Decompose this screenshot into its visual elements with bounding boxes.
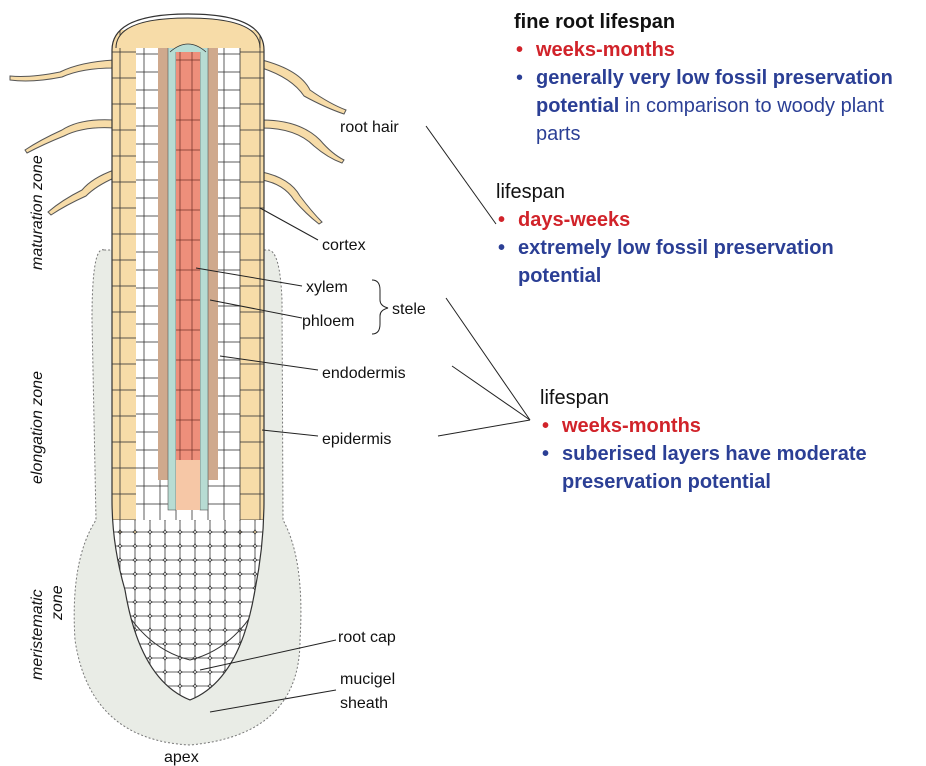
panel-tissues-heading: lifespan — [540, 384, 920, 412]
label-root-hair: root hair — [340, 119, 399, 136]
bullet-fossil-potential: generally very low fossil preservation p… — [514, 64, 914, 148]
bullet-extremely-low: extremely low fossil preservation potent… — [496, 234, 908, 290]
label-phloem: phloem — [302, 313, 354, 330]
stele-brace — [372, 280, 388, 334]
bullet-days-weeks: days-weeks — [496, 206, 916, 234]
zone-label-maturation: maturation zone — [29, 155, 46, 270]
label-stele: stele — [392, 301, 426, 318]
label-apex: apex — [164, 749, 199, 766]
bullet-weeks-months-2: weeks-months — [540, 412, 920, 440]
panel-tissues-bullets: weeks-months suberised layers have moder… — [540, 412, 920, 496]
zone-label-elongation: elongation zone — [29, 371, 46, 484]
label-root-cap: root cap — [338, 629, 396, 646]
endodermis-left — [158, 40, 168, 480]
label-epidermis: epidermis — [322, 431, 391, 448]
label-sheath: sheath — [340, 695, 388, 712]
label-endodermis: endodermis — [322, 365, 406, 382]
zone-label-meristematic-zone: zone — [49, 585, 66, 621]
label-cortex: cortex — [322, 237, 366, 254]
label-xylem: xylem — [306, 279, 348, 296]
label-mucigel: mucigel — [340, 671, 395, 688]
panel-fine-root-lifespan: fine root lifespan weeks-months generall… — [514, 8, 914, 148]
panel-root-hair-lifespan: lifespan days-weeks extremely low fossil… — [496, 178, 916, 290]
zone-label-meristematic: meristematic — [29, 589, 46, 680]
pericycle-left — [168, 40, 176, 510]
panel-root-hair-heading: lifespan — [496, 178, 916, 206]
panel-root-hair-bullets: days-weeks extremely low fossil preserva… — [496, 206, 916, 290]
endodermis-right — [208, 40, 218, 480]
panel-tissues-lifespan: lifespan weeks-months suberised layers h… — [540, 384, 920, 496]
panel-fine-root-bullets: weeks-months generally very low fossil p… — [514, 36, 914, 148]
panel-fine-root-heading: fine root lifespan — [514, 8, 914, 36]
bullet-suberised: suberised layers have moderate preservat… — [540, 440, 926, 496]
pericycle-right — [200, 40, 208, 510]
bullet-weeks-months: weeks-months — [514, 36, 914, 64]
